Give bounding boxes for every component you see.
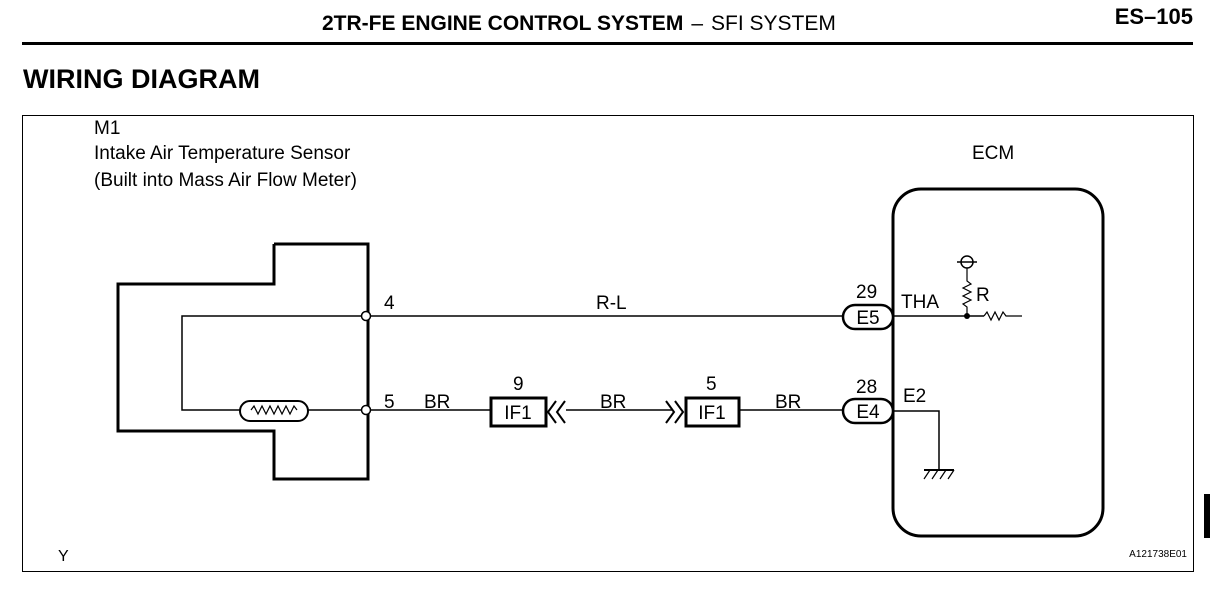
ecm-connector-e5-label: E5	[856, 308, 879, 329]
junction-left-label: IF1	[504, 403, 531, 424]
ecm-pin-29: 29	[856, 282, 877, 303]
sensor-note: (Built into Mass Air Flow Meter)	[94, 170, 357, 191]
system-title: 2TR-FE ENGINE CONTROL SYSTEM	[322, 12, 684, 35]
figure-code: A121738E01	[1129, 549, 1187, 560]
thermistor-symbol	[239, 400, 309, 422]
ecm-connector-e5	[841, 303, 895, 331]
ecm-resistor-label: R	[976, 285, 990, 306]
ecm-connector-e4-label: E4	[856, 402, 880, 423]
junction-left-chevron-2	[555, 400, 566, 424]
wire-color-br-3: BR	[775, 392, 801, 413]
junction-right-label: IF1	[698, 403, 725, 424]
ground-hatch-1	[923, 469, 931, 480]
sensor-terminal-5	[360, 404, 372, 416]
junction-left-pin: 9	[513, 374, 524, 395]
ecm-e2-line	[893, 410, 940, 470]
ecm-resistor-horizontal	[983, 310, 1022, 322]
ecm-box	[891, 187, 1105, 538]
junction-right-pin: 5	[706, 374, 717, 395]
corner-label-y: Y	[58, 548, 69, 565]
sensor-internal-loop	[181, 315, 366, 411]
diagram-frame	[22, 115, 1194, 572]
thermistor-zigzag	[250, 404, 298, 416]
junction-left-connector	[489, 396, 548, 428]
subsystem-title: SFI SYSTEM	[711, 12, 836, 35]
section-title: WIRING DIAGRAM	[23, 64, 260, 94]
sensor-name: Intake Air Temperature Sensor	[94, 143, 351, 164]
ecm-terminal-tha: THA	[901, 292, 939, 313]
header-rule	[22, 42, 1193, 45]
header-separator: –	[691, 12, 703, 35]
wire-color-r-l: R-L	[596, 293, 627, 314]
wire-color-br-1: BR	[424, 392, 450, 413]
ecm-label: ECM	[972, 143, 1014, 164]
sensor-terminal-4	[360, 310, 372, 322]
sensor-pin-4: 4	[384, 293, 395, 314]
ecm-terminal-e2: E2	[903, 386, 926, 407]
ground-hatch-4	[947, 469, 955, 480]
ecm-pin-28: 28	[856, 377, 877, 398]
ground-hatch-2	[931, 469, 939, 480]
sensor-pin-5: 5	[384, 392, 395, 413]
junction-right-chevron-2	[674, 400, 685, 424]
ecm-pullup-resistor	[961, 264, 973, 316]
wire-color-br-2: BR	[600, 392, 626, 413]
ground-hatch-3	[939, 469, 947, 480]
junction-right-chevron-1	[665, 400, 676, 424]
page-number: ES–105	[1114, 4, 1193, 29]
sensor-code: M1	[94, 118, 120, 139]
side-tab-mark	[1204, 494, 1210, 538]
junction-right-connector	[684, 396, 741, 428]
junction-left-chevron-1	[546, 400, 557, 424]
sensor-housing	[116, 242, 370, 481]
header-title: 2TR-FE ENGINE CONTROL SYSTEM–SFI SYSTEM	[322, 12, 836, 36]
